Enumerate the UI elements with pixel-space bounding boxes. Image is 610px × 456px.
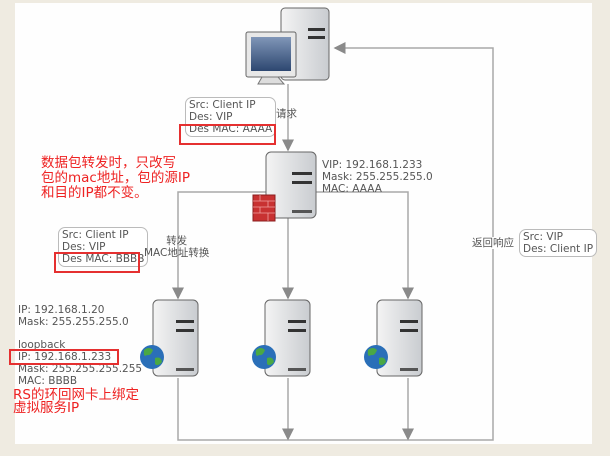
forward-label: 转发 MAC地址转换 bbox=[144, 235, 209, 259]
globe-icon bbox=[252, 345, 276, 369]
forward-src: Src: Client IP bbox=[62, 229, 129, 241]
highlight-loopback-ip bbox=[9, 349, 119, 365]
globe-icon bbox=[364, 345, 388, 369]
response-label: 返回响应 bbox=[472, 237, 514, 249]
forward-des: Des: VIP bbox=[62, 241, 106, 253]
request-des-mac: Des MAC: AAAA bbox=[189, 123, 273, 135]
forward-note-line: 包的mac地址，包的源IP bbox=[41, 170, 190, 186]
real-server-icon bbox=[376, 299, 423, 377]
response-des: Des: Client IP bbox=[523, 243, 594, 255]
response-src: Src: VIP bbox=[523, 231, 564, 243]
client-computer-icon bbox=[245, 7, 330, 85]
rs-mac: MAC: BBBB bbox=[18, 375, 78, 387]
rs-loopback: loopback bbox=[18, 339, 66, 351]
forward-label-line: MAC地址转换 bbox=[144, 247, 210, 259]
globe-icon bbox=[140, 345, 164, 369]
return-line bbox=[177, 42, 494, 441]
request-label: 请求 bbox=[276, 108, 297, 120]
rs-note-line: RS的环回网卡上绑定 bbox=[13, 387, 139, 403]
request-src: Src: Client IP bbox=[189, 99, 256, 111]
lb-mask: Mask: 255.255.255.0 bbox=[322, 171, 433, 183]
rs-lo-ip: IP: 192.168.1.233 bbox=[18, 351, 112, 363]
response-packet-box: Src: VIP Des: Client IP bbox=[519, 229, 598, 257]
forward-note-line: 数据包转发时，只改写 bbox=[41, 155, 176, 171]
load-balancer-server-icon bbox=[265, 151, 317, 219]
request-packet-box: Src: Client IP Des: VIP Des MAC: AAAA bbox=[185, 97, 277, 137]
rs-lo-mask: Mask: 255.255.255.255 bbox=[18, 363, 143, 375]
rs-info: IP: 192.168.1.20 Mask: 255.255.255.0 loo… bbox=[18, 304, 142, 387]
forward-des-mac: Des MAC: BBBB bbox=[62, 253, 145, 265]
lb-vip: VIP: 192.168.1.233 bbox=[322, 159, 423, 171]
rs-note: RS的环回网卡上绑定 虚拟服务IP bbox=[13, 387, 139, 416]
rs-ip: IP: 192.168.1.20 bbox=[18, 304, 105, 316]
real-server-icon bbox=[264, 299, 311, 377]
real-server-icon bbox=[152, 299, 199, 377]
lb-mac: MAC: AAAA bbox=[322, 183, 382, 195]
forward-label-line: 转发 bbox=[166, 235, 188, 247]
rs-mask: Mask: 255.255.255.0 bbox=[18, 316, 129, 328]
rs-note-line: 虚拟服务IP bbox=[13, 400, 80, 416]
highlight-forward-mac bbox=[54, 252, 140, 273]
forward-note: 数据包转发时，只改写 包的mac地址，包的源IP 和目的IP都不变。 bbox=[41, 156, 190, 201]
firewall-icon bbox=[252, 194, 276, 222]
forward-packet-box: Src: Client IP Des: VIP Des MAC: BBBB bbox=[58, 227, 149, 267]
lb-info: VIP: 192.168.1.233 Mask: 255.255.255.0 M… bbox=[322, 159, 433, 195]
highlight-request-mac bbox=[179, 124, 276, 145]
request-des: Des: VIP bbox=[189, 111, 233, 123]
forward-note-line: 和目的IP都不变。 bbox=[41, 185, 148, 201]
